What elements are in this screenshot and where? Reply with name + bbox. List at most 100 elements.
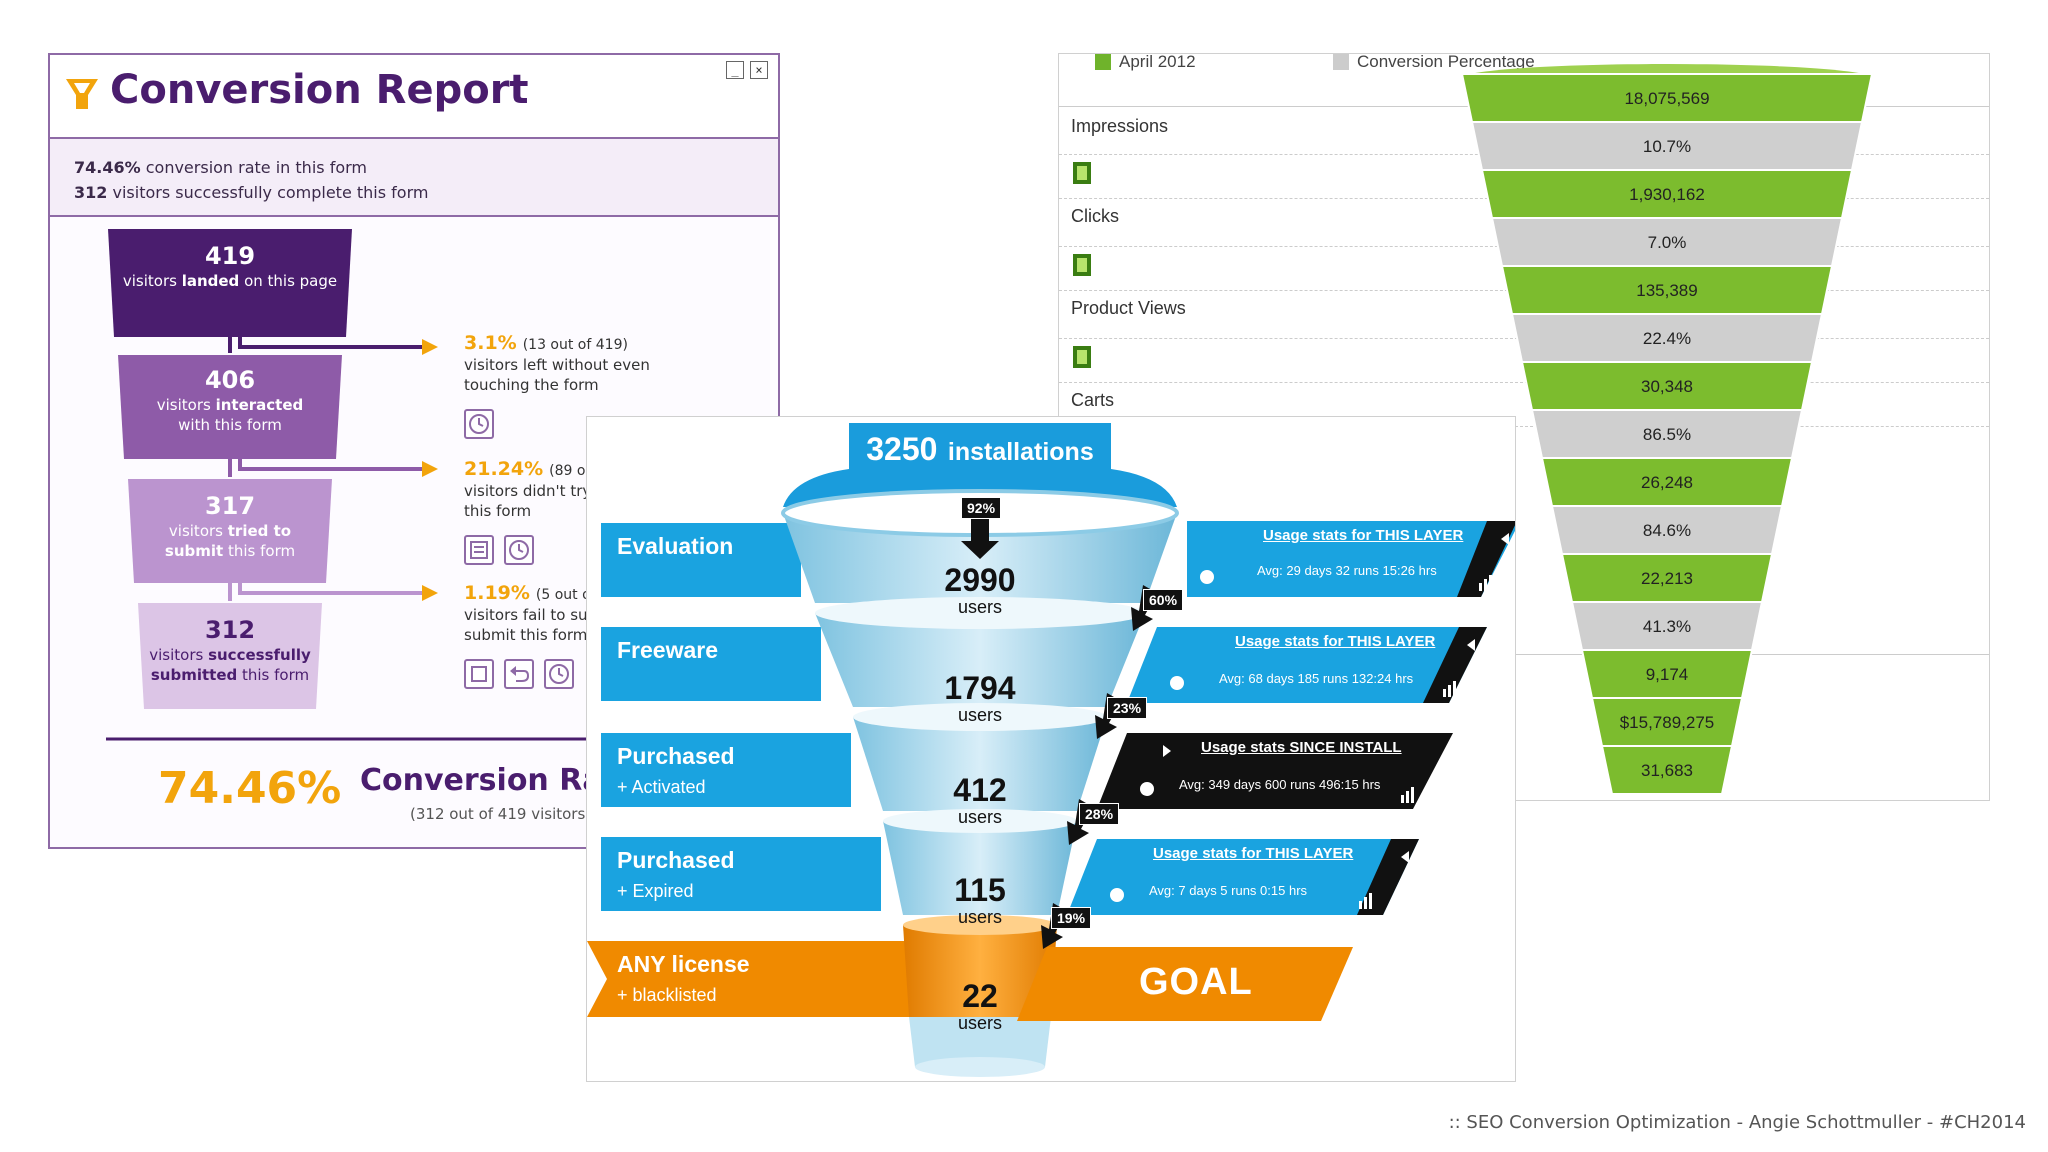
clock-icon[interactable] — [464, 409, 494, 439]
row-label-impressions: Impressions — [1071, 116, 1169, 136]
header-tab-shape — [783, 423, 1177, 507]
step-count: 317 — [204, 492, 256, 520]
funnel-step-4-shape — [138, 603, 322, 709]
layer-bar-activated — [601, 733, 851, 807]
funnel-band-label: 22,213 — [1641, 569, 1693, 588]
layer-evaluation[interactable]: Evaluation — [617, 533, 734, 559]
conversion-rate-value: 74.46% — [158, 763, 342, 814]
bar-chart-icon[interactable] — [1073, 162, 1091, 184]
report-title: Conversion Report — [110, 67, 529, 113]
funnel-step-2-shape — [118, 355, 342, 459]
stats-line-freeware: Avg: 68 days 185 runs 132:24 hrs — [1219, 671, 1414, 686]
row-label-carts: Carts — [1071, 390, 1115, 410]
layer-bar-freeware — [601, 627, 821, 701]
funnel-band-label: 10.7% — [1643, 137, 1691, 156]
percent-badge-3: 23% — [1107, 697, 1148, 719]
layer-any-license[interactable]: ANY license+ blacklisted — [617, 951, 750, 1005]
funnel-step-1-shape — [108, 229, 352, 337]
installations-count: 3250 — [866, 431, 938, 467]
step-count: 419 — [204, 242, 256, 270]
summary-rate-text: conversion rate in this form — [145, 158, 367, 177]
funnel-band-label: $15,789,275 — [1620, 713, 1715, 732]
funnel-logo-icon — [66, 79, 98, 109]
installation-funnel-graphic — [587, 423, 1515, 1077]
bar-chart-icon[interactable] — [1073, 254, 1091, 276]
stats-link-activated[interactable]: Usage stats SINCE INSTALL — [1201, 739, 1402, 756]
clock-icon[interactable] — [544, 659, 574, 689]
layer-bar-blacklisted — [587, 941, 917, 1017]
form-icon[interactable] — [464, 535, 494, 565]
report-header: Conversion Report _ × — [50, 55, 778, 139]
percent-badge-4: 28% — [1079, 803, 1120, 825]
funnel-band-label: 1,930,162 — [1629, 185, 1705, 204]
pie-icon — [1200, 570, 1214, 584]
layer-bar-evaluation — [601, 523, 801, 597]
step-count: 312 — [204, 616, 256, 644]
legend-label-conversion: Conversion Percentage — [1357, 53, 1535, 71]
funnel-band-label: 135,389 — [1636, 281, 1697, 300]
funnel-band-label: 30,348 — [1641, 377, 1693, 396]
close-button[interactable]: × — [750, 61, 768, 79]
summary-visitors-value: 312 — [74, 183, 108, 202]
dropoff-note-1: 3.1%(13 out of 419) visitors left withou… — [464, 332, 650, 394]
legend-swatch-april — [1095, 54, 1111, 70]
funnel-step-3-shape — [128, 479, 332, 583]
funnel-band-label: 31,683 — [1641, 761, 1693, 780]
funnel-band-label: 22.4% — [1643, 329, 1691, 348]
legend-swatch-conversion — [1333, 54, 1349, 70]
stats-link-freeware[interactable]: Usage stats for THIS LAYER — [1235, 633, 1436, 650]
minimize-button[interactable]: _ — [726, 61, 744, 79]
footer-credit: :: SEO Conversion Optimization - Angie S… — [1448, 1112, 2026, 1133]
pie-icon — [1170, 676, 1184, 690]
installation-funnel-panel: 3250 installations Evaluation Freeware P… — [586, 416, 1516, 1082]
funnel-band-label: 7.0% — [1648, 233, 1687, 252]
conversion-rate-sub: (312 out of 419 visitors) — [410, 805, 592, 823]
installations-header: 3250 installations — [849, 431, 1111, 468]
funnel-band-label: 86.5% — [1643, 425, 1691, 444]
installations-label: installations — [947, 438, 1094, 466]
stats-line-activated: Avg: 349 days 600 runs 496:15 hrs — [1179, 777, 1381, 792]
layer-freeware[interactable]: Freeware — [617, 637, 719, 663]
summary-rate-value: 74.46% — [74, 158, 141, 177]
stats-line-evaluation: Avg: 29 days 32 runs 15:26 hrs — [1257, 563, 1437, 578]
funnel-band — [1600, 745, 1734, 795]
funnel-step-tried-submit: 317 visitors tried to submit this form — [140, 491, 320, 561]
row-label-product-views: Product Views — [1071, 298, 1186, 318]
stats-line-expired: Avg: 7 days 5 runs 0:15 hrs — [1149, 883, 1308, 898]
funnel-band-label: 18,075,569 — [1624, 89, 1709, 108]
checkbox-icon[interactable] — [464, 659, 494, 689]
bar-chart-icon[interactable] — [1073, 346, 1091, 368]
pie-icon — [1110, 888, 1124, 902]
layer-purchased-expired[interactable]: Purchased+ Expired — [617, 847, 735, 901]
funnel-band-label: 9,174 — [1646, 665, 1689, 684]
funnel-band-label: 26,248 — [1641, 473, 1693, 492]
step-count: 406 — [204, 366, 256, 394]
funnel-band-label: 84.6% — [1643, 521, 1691, 540]
report-summary: 74.46% conversion rate in this form 312 … — [50, 139, 778, 217]
stats-link-expired[interactable]: Usage stats for THIS LAYER — [1153, 845, 1354, 862]
row-label-clicks: Clicks — [1071, 206, 1119, 226]
green-funnel-graphic: 18,075,569 10.7% 1,930,162 7.0% 135,389 22.4%… — [1460, 64, 1874, 795]
funnel-step-interacted: 406 visitors interacted with this form — [140, 365, 320, 435]
clock-icon[interactable] — [504, 535, 534, 565]
layer-purchased-activated[interactable]: Purchased+ Activated — [617, 743, 735, 797]
undo-icon[interactable] — [504, 659, 534, 689]
stats-link-evaluation[interactable]: Usage stats for THIS LAYER — [1263, 527, 1464, 544]
percent-badge-2: 60% — [1143, 589, 1184, 611]
summary-visitors-text: visitors successfully complete this form — [112, 183, 429, 202]
percent-badge-5: 19% — [1051, 907, 1092, 929]
pie-icon — [1140, 782, 1154, 796]
legend-label-april: April 2012 — [1119, 53, 1196, 71]
layer-bar-expired — [601, 837, 881, 911]
goal-label: GOAL — [1139, 961, 1253, 1003]
funnel-band-label: 41.3% — [1643, 617, 1691, 636]
report-funnel-graphic — [106, 229, 778, 741]
percent-badge-1: 92% — [961, 497, 1002, 519]
funnel-step-submitted: 312 visitors successfully submitted this… — [146, 615, 314, 685]
funnel-step-landed: 419 visitors landed on this page — [108, 241, 352, 291]
